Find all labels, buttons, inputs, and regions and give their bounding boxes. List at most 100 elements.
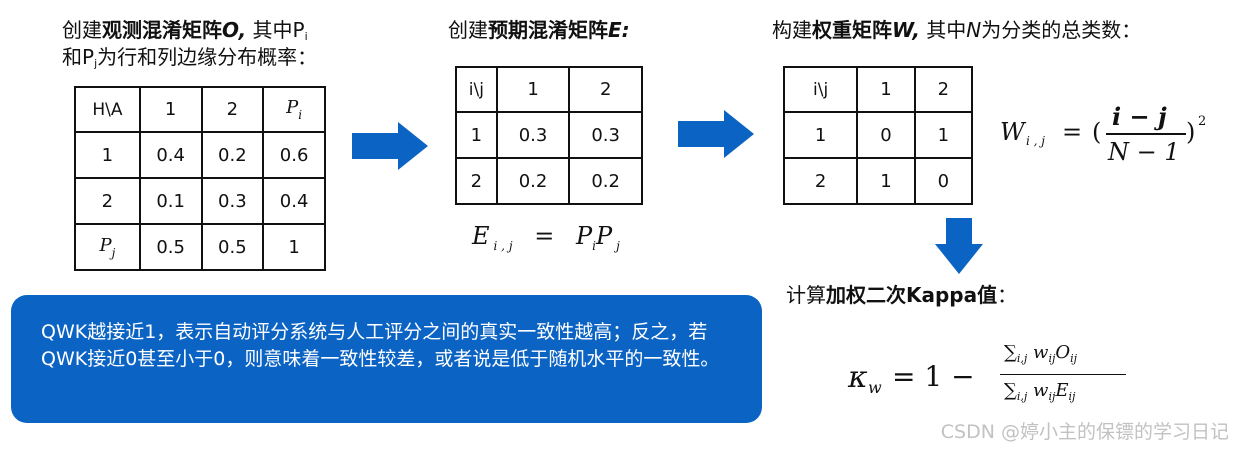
pi-subscript: i (298, 108, 303, 122)
observed-heading-symbol: O, (222, 18, 247, 42)
down-arrow-icon (935, 218, 983, 274)
observed-heading-sub-j: j (94, 57, 98, 70)
observed-cell: 0.4 (262, 177, 326, 225)
observed-cell: 0.3 (200, 177, 265, 225)
observed-cell: 0.4 (138, 131, 203, 179)
observed-heading-post: 其中P (246, 18, 305, 42)
expected-cell: 0.2 (495, 157, 571, 205)
weights-heading-tail: 为分类的总类数： (981, 18, 1142, 42)
observed-cell: 1 (262, 223, 326, 271)
kappa-num-w-sub: ij (1048, 352, 1056, 365)
weights-cell: 0 (913, 157, 974, 205)
observed-cell: 0.5 (200, 223, 265, 271)
observed-heading-line2-b: 为行和列边缘分布概率： (97, 45, 318, 69)
observed-heading-line2-a: 和P (62, 45, 95, 69)
kappa-den-w: w (1033, 380, 1049, 401)
kappa-den-sum: ∑ (1004, 380, 1017, 401)
expected-formula-lhs-sub: i , j (493, 239, 513, 253)
observed-cell: 0.2 (200, 131, 265, 179)
kappa-num-o: O (1055, 342, 1071, 363)
weights-formula-eq: = (1062, 118, 1083, 146)
observed-row-label: 1 (74, 131, 141, 179)
kappa-num-w: w (1033, 342, 1049, 363)
kappa-formula-one-minus: = 1 − (892, 360, 975, 393)
weights-header-cell: 1 (856, 66, 916, 113)
watermark: CSDN @婷小主的保镖的学习日记 (940, 421, 1229, 443)
observed-cell: 0.1 (138, 177, 203, 225)
kappa-formula-lhs-sub: w (868, 378, 882, 397)
pi-symbol: P (286, 97, 299, 118)
weights-formula-denominator: N − 1 (1108, 138, 1180, 166)
kappa-formula: κ w = 1 − ∑i,j wijOij ∑i,j wijEij (848, 338, 1148, 418)
observed-header-cell: 1 (138, 86, 203, 133)
observed-heading-bold: 观测混淆矩阵 (102, 18, 222, 42)
kappa-formula-fraction-bar (1000, 374, 1126, 375)
right-arrow-icon (352, 122, 428, 170)
weights-formula-lhs: W (1000, 118, 1025, 146)
observed-heading-line2: 和Pj为行和列边缘分布概率： (62, 45, 317, 76)
kappa-formula-numerator: ∑i,j wijOij (1004, 342, 1077, 365)
kappa-formula-denominator: ∑i,j wijEij (1004, 380, 1075, 403)
kappa-den-sum-sub: i,j (1016, 390, 1028, 403)
expected-formula-p2-sub: j (616, 239, 620, 253)
observed-heading-pre: 创建 (62, 18, 102, 42)
expected-cell: 0.3 (568, 111, 643, 159)
kappa-num-o-sub: ij (1070, 352, 1078, 365)
kappa-num-sum-sub: i,j (1016, 352, 1028, 365)
kappa-den-e-sub: ij (1068, 390, 1076, 403)
weights-cell: 0 (856, 111, 916, 159)
weights-row-label: 2 (782, 157, 859, 205)
weights-heading: 构建权重矩阵W, 其中N为分类的总类数： (772, 18, 1141, 43)
weights-heading-symbol: W, (892, 18, 920, 42)
observed-heading-sub-i: i (304, 30, 308, 43)
expected-formula-p1: P (575, 222, 593, 250)
weights-formula-open-paren: ( (1092, 118, 1102, 146)
expected-formula-lhs: E (472, 222, 490, 250)
expected-corner-cell: i\j (455, 66, 498, 113)
observed-corner-cell: H\A (74, 86, 141, 133)
observed-heading: 创建观测混淆矩阵O, 其中Pi (62, 18, 308, 49)
kappa-den-w-sub: ij (1048, 390, 1056, 403)
observed-matrix-table: H\A 1 2 Pi 1 0.4 0.2 0.6 2 0.1 0.3 0.4 P… (74, 86, 326, 271)
kappa-heading: 计算加权二次Kappa值： (786, 283, 1017, 308)
expected-heading-pre: 创建 (448, 18, 488, 42)
expected-header-cell: 1 (495, 66, 571, 113)
weights-formula-fraction-bar (1106, 133, 1186, 135)
kappa-den-e: E (1055, 380, 1069, 401)
pj-symbol: P (99, 234, 112, 256)
expected-formula-eq: = (534, 222, 555, 250)
observed-pi-header-cell: Pi (262, 86, 326, 133)
weights-row-label: 1 (782, 111, 859, 159)
kappa-heading-post: ： (997, 283, 1018, 307)
kappa-heading-pre: 计算 (786, 283, 826, 307)
weights-formula-lhs-sub: i , j (1026, 134, 1046, 148)
expected-row-label: 1 (455, 111, 498, 159)
weights-formula-close-paren: ) (1186, 118, 1196, 146)
weights-formula: W i , j = ( i − j N − 1 ) 2 (1000, 100, 1222, 170)
weights-formula-power: 2 (1198, 114, 1207, 129)
observed-cell: 0.6 (262, 131, 326, 179)
weights-cell: 1 (856, 157, 916, 205)
expected-formula-p2: P (595, 222, 613, 250)
expected-heading: 创建预期混淆矩阵E: (448, 18, 630, 43)
kappa-heading-bold: 加权二次Kappa值 (826, 283, 998, 307)
weights-heading-n: N (966, 18, 982, 42)
right-arrow-icon (678, 110, 754, 158)
expected-matrix-table: i\j 1 2 1 0.3 0.3 2 0.2 0.2 (455, 66, 643, 205)
weights-matrix-table: i\j 1 2 1 0 1 2 1 0 (782, 66, 974, 205)
expected-row-label: 2 (455, 157, 498, 205)
weights-heading-pre: 构建 (772, 18, 812, 42)
kappa-num-sum: ∑ (1004, 342, 1017, 363)
expected-formula-p1-sub: i (592, 239, 596, 253)
qwk-explanation-callout: QWK越接近1，表示自动评分系统与人工评分之间的真实一致性越高；反之，若QWK接… (11, 295, 762, 423)
weights-heading-bold: 权重矩阵 (812, 18, 892, 42)
expected-heading-bold: 预期混淆矩阵 (488, 18, 608, 42)
weights-corner-cell: i\j (782, 66, 859, 113)
weights-cell: 1 (913, 111, 974, 159)
observed-cell: 0.5 (138, 223, 203, 271)
expected-cell: 0.2 (568, 157, 643, 205)
weights-heading-post: 其中 (919, 18, 967, 42)
kappa-formula-lhs: κ (848, 360, 868, 395)
expected-heading-symbol: E: (608, 18, 630, 42)
